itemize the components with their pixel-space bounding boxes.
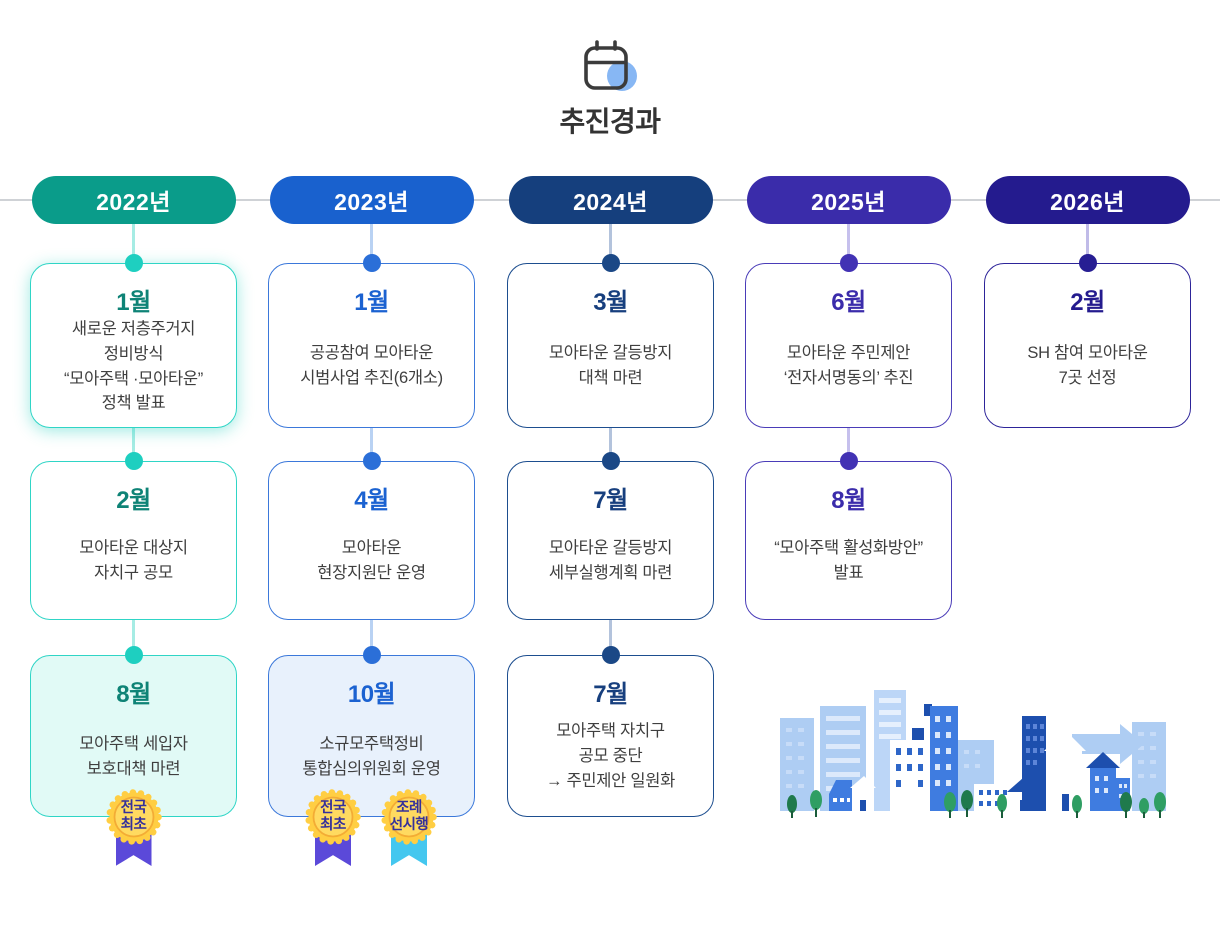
page-title: 추진경과: [559, 106, 661, 137]
event-month: 1월: [116, 289, 151, 316]
year-pill-2024: 2024년: [508, 176, 713, 224]
timeline-dot: [124, 646, 143, 664]
event-card-2022-1: 1월 새로운 저층주거지 정비방식 “모아주택 ·모아타운” 정책 발표: [30, 254, 237, 428]
event-card-2024-1: 3월 모아타운 갈등방지 대책 마련: [507, 254, 714, 428]
event-card-2023-3: 10월 소규모주택정비 통합심의위원회 운영: [268, 646, 475, 817]
badge-label: 전국 최초: [320, 800, 346, 833]
badge-ordinance-first: 조례 선시행: [380, 788, 438, 868]
timeline-connector: [609, 222, 612, 659]
medal-icon: [105, 789, 162, 845]
event-description: 새로운 저층주거지 정비방식 “모아주택 ·모아타운” 정책 발표: [64, 320, 203, 413]
event-description: 모아주택 자치구 공모 중단 → 주민제안 일원화: [546, 722, 675, 790]
timeline-dot: [362, 254, 381, 272]
timeline-dot: [362, 452, 381, 470]
timeline-dot: [839, 254, 858, 272]
timeline-dot: [601, 452, 620, 470]
timeline-dot: [1078, 254, 1097, 272]
event-card-2024-3: 7월 모아주택 자치구 공모 중단 → 주민제안 일원화: [507, 646, 714, 817]
event-description: 모아타운 현장지원단 운영: [317, 539, 426, 582]
timeline-dot: [601, 254, 620, 272]
medal-icon: [381, 789, 437, 845]
event-month: 1월: [354, 289, 389, 316]
event-month: 4월: [354, 487, 389, 514]
year-column-2025: 2025년 6월 모아타운 주민제안 ‘전자서명동의’ 추진 8월 “모아주택 …: [745, 176, 952, 906]
event-card-2024-2: 7월 모아타운 갈등방지 세부실행계획 마련: [507, 452, 714, 620]
timeline-connector: [370, 222, 373, 659]
timeline-dot: [601, 646, 620, 664]
badge-first-in-nation: 전국 최초: [105, 788, 163, 868]
event-description: 모아타운 갈등방지 대책 마련: [548, 344, 673, 387]
event-card-2023-2: 4월 모아타운 현장지원단 운영: [268, 452, 475, 620]
event-month: 2월: [116, 487, 151, 514]
event-description: 소규모주택정비 통합심의위원회 운영: [302, 734, 441, 778]
year-pill-2026: 2026년: [985, 176, 1190, 224]
year-column-2024: 2024년 3월 모아타운 갈등방지 대책 마련 7월 모아타운 갈등방지 세부…: [507, 176, 714, 906]
event-month: 7월: [593, 681, 628, 708]
event-month: 8월: [116, 681, 151, 708]
event-description: 모아주택 세입자 보호대책 마련: [79, 734, 188, 778]
timeline-connector: [1086, 222, 1089, 267]
calendar-icon: [584, 40, 637, 91]
timeline-dot: [839, 452, 858, 470]
event-month: 8월: [831, 487, 866, 514]
year-pill-2025: 2025년: [746, 176, 951, 224]
event-month: 2월: [1070, 289, 1105, 316]
event-month: 10월: [347, 681, 396, 708]
event-description: 모아타운 주민제안 ‘전자서명동의’ 추진: [783, 344, 914, 387]
event-description: “모아주택 활성화방안” 발표: [774, 539, 923, 582]
event-description: 모아타운 대상지 자치구 공모: [79, 539, 188, 582]
event-card-2025-2: 8월 “모아주택 활성화방안” 발표: [745, 452, 952, 620]
event-description: SH 참여 모아타운 7곳 선정: [1027, 344, 1148, 387]
badge-label: 조례 선시행: [389, 800, 429, 833]
event-card-2026-1: 2월 SH 참여 모아타운 7곳 선정: [984, 254, 1191, 428]
medal-icon: [305, 789, 361, 845]
badge-first-in-nation: 전국 최초: [304, 788, 362, 868]
timeline-dot: [124, 254, 143, 272]
timeline-dot: [362, 646, 381, 664]
badge-label: 전국 최초: [120, 800, 147, 833]
timeline-connector: [132, 222, 135, 659]
year-column-2026: 2026년 2월 SH 참여 모아타운 7곳 선정: [984, 176, 1191, 906]
event-description: 공공참여 모아타운 시범사업 추진(6개소): [300, 344, 443, 387]
timeline-dot: [124, 452, 143, 470]
year-column-2023: 2023년 1월 공공참여 모아타운 시범사업 추진(6개소) 4월 모아타운 …: [268, 176, 475, 906]
event-month: 7월: [593, 487, 628, 514]
event-card-2025-1: 6월 모아타운 주민제안 ‘전자서명동의’ 추진: [745, 254, 952, 428]
event-month: 3월: [593, 289, 628, 316]
event-month: 6월: [831, 289, 866, 316]
year-pill-2023: 2023년: [269, 176, 474, 224]
event-card-2023-1: 1월 공공참여 모아타운 시범사업 추진(6개소): [268, 254, 475, 428]
city-skyline-illustration: [780, 690, 1166, 818]
event-description: 모아타운 갈등방지 세부실행계획 마련: [548, 539, 673, 582]
event-card-2022-2: 2월 모아타운 대상지 자치구 공모: [30, 452, 237, 620]
year-pill-2022: 2022년: [31, 176, 236, 224]
year-column-2022: 2022년 1월 새로운 저층주거지 정비방식 “모아주택 ·모아타운” 정책 …: [30, 176, 237, 906]
